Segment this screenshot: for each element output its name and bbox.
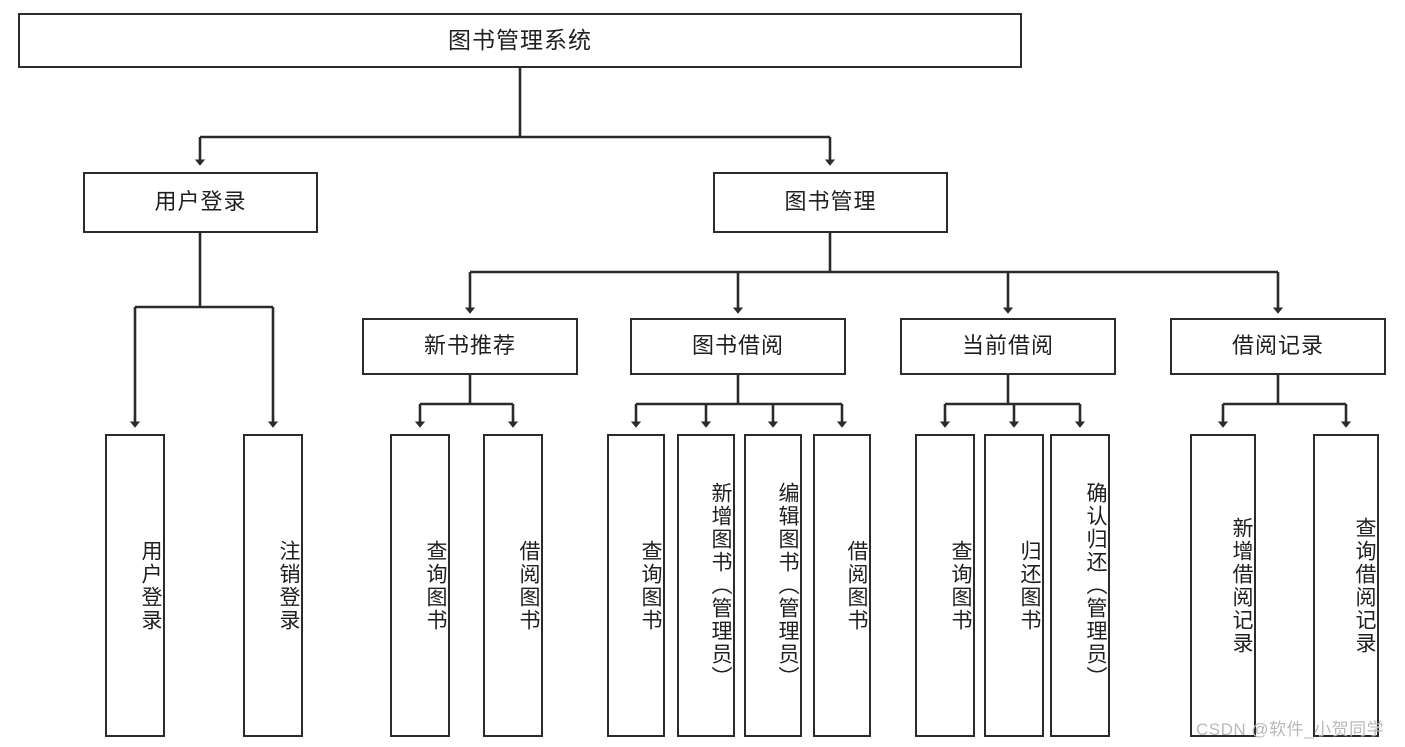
leaf-label: 查询图书 bbox=[639, 539, 662, 632]
leaf-label: 用户登录 bbox=[139, 539, 162, 632]
node-book-management[interactable]: 图书管理 bbox=[713, 172, 948, 233]
node-book-borrow-label: 图书借阅 bbox=[691, 333, 784, 359]
node-current-borrow-label: 当前借阅 bbox=[961, 333, 1054, 359]
node-borrow-record[interactable]: 借阅记录 bbox=[1170, 318, 1386, 375]
leaf-label: 新增图书（管理员） bbox=[709, 482, 732, 689]
leaf-label: 借阅图书 bbox=[517, 539, 540, 632]
leaf-new-book-query[interactable]: 查询图书 bbox=[390, 434, 450, 737]
node-user-login-label: 用户登录 bbox=[154, 189, 247, 215]
leaf-label: 查询借阅记录 bbox=[1353, 516, 1376, 655]
leaf-record-add[interactable]: 新增借阅记录 bbox=[1190, 434, 1256, 737]
leaf-current-query[interactable]: 查询图书 bbox=[915, 434, 975, 737]
leaf-label: 编辑图书（管理员） bbox=[776, 482, 799, 689]
leaf-borrow-edit-book-admin[interactable]: 编辑图书（管理员） bbox=[744, 434, 802, 737]
leaf-borrow-add-book-admin[interactable]: 新增图书（管理员） bbox=[677, 434, 735, 737]
leaf-user-login-logout[interactable]: 注销登录 bbox=[243, 434, 303, 737]
leaf-borrow-query[interactable]: 查询图书 bbox=[607, 434, 665, 737]
leaf-user-login-login[interactable]: 用户登录 bbox=[105, 434, 165, 737]
node-book-management-label: 图书管理 bbox=[784, 189, 877, 215]
leaf-label: 确认归还（管理员） bbox=[1084, 482, 1107, 689]
node-new-book-recommend-label: 新书推荐 bbox=[423, 333, 516, 359]
node-root[interactable]: 图书管理系统 bbox=[18, 13, 1022, 68]
leaf-borrow-borrow-book[interactable]: 借阅图书 bbox=[813, 434, 871, 737]
node-current-borrow[interactable]: 当前借阅 bbox=[900, 318, 1116, 375]
leaf-label: 查询图书 bbox=[424, 539, 447, 632]
leaf-new-book-borrow[interactable]: 借阅图书 bbox=[483, 434, 543, 737]
leaf-label: 注销登录 bbox=[277, 539, 300, 632]
node-book-borrow[interactable]: 图书借阅 bbox=[630, 318, 846, 375]
leaf-label: 归还图书 bbox=[1018, 539, 1041, 632]
node-root-label: 图书管理系统 bbox=[448, 26, 592, 53]
node-new-book-recommend[interactable]: 新书推荐 bbox=[362, 318, 578, 375]
node-borrow-record-label: 借阅记录 bbox=[1231, 333, 1324, 359]
leaf-label: 查询图书 bbox=[949, 539, 972, 632]
leaf-record-query[interactable]: 查询借阅记录 bbox=[1313, 434, 1379, 737]
leaf-label: 借阅图书 bbox=[845, 539, 868, 632]
node-user-login[interactable]: 用户登录 bbox=[83, 172, 318, 233]
leaf-current-return[interactable]: 归还图书 bbox=[984, 434, 1044, 737]
leaf-current-confirm-return-admin[interactable]: 确认归还（管理员） bbox=[1050, 434, 1110, 737]
csdn-watermark: CSDN @软件_小贺同学 bbox=[1196, 720, 1385, 739]
leaf-label: 新增借阅记录 bbox=[1230, 516, 1253, 655]
